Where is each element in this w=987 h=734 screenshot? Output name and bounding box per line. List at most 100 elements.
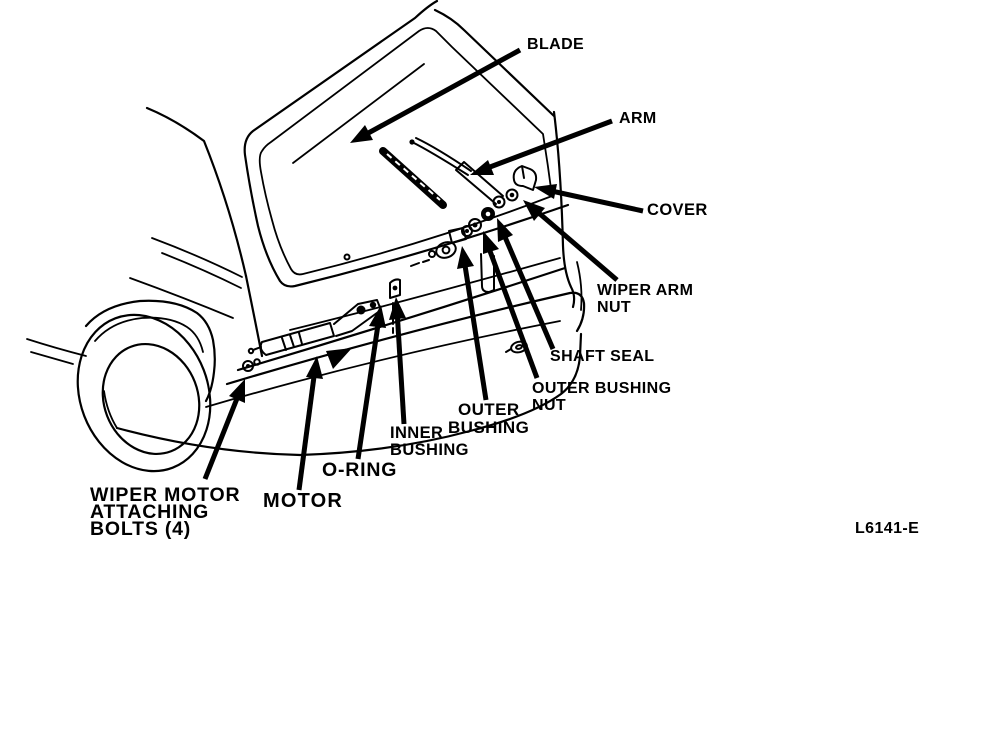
outer-bushing-nut-center	[472, 222, 478, 228]
wiper-blade-assembly	[379, 137, 506, 209]
bolt-center	[246, 364, 250, 368]
wiper-arm-nut-callout-head	[523, 200, 545, 221]
bolt-washer	[253, 358, 261, 366]
outer-bushing-nut-label-line2: NUT	[532, 397, 566, 414]
part-labels: BLADE ARM COVER WIPER ARM NUT SHAFT SEAL…	[90, 36, 919, 540]
bracket-bolt-1	[356, 305, 366, 315]
quarter-panel-gap	[576, 261, 583, 311]
lock-cylinder-slot	[515, 344, 523, 350]
wiper-motor-bolts-label-line3: BOLTS (4)	[90, 518, 191, 540]
roof-side-edge	[433, 8, 556, 118]
body-crease	[129, 277, 234, 319]
inner-bushing-callout-arrow	[389, 297, 407, 425]
attaching-bolts-callout-head	[229, 379, 245, 403]
motor-callout-head	[306, 356, 323, 379]
attaching-bolts-callout-shaft	[202, 390, 243, 480]
outer-bushing-callout-arrow	[457, 246, 489, 401]
liftgate-left-edge	[244, 274, 264, 358]
bracket-bolt-2	[369, 301, 377, 309]
motor-connector-stub	[252, 346, 262, 351]
o-ring-label: O-RING	[322, 459, 397, 481]
outer-bushing-callout-head	[457, 246, 474, 269]
outer-bushing-nut-label-line1: OUTER BUSHING	[532, 380, 671, 397]
panel-small-hole	[343, 253, 351, 261]
outer-bushing-label-line2: BUSHING	[448, 418, 529, 437]
blade-label: BLADE	[527, 36, 584, 53]
bumper-top-edge	[225, 291, 586, 386]
beltline-upper	[151, 237, 243, 278]
arm-pivot-cap	[492, 195, 506, 209]
outer-bushing-nut-callout-arrow	[483, 231, 540, 379]
arm-callout-shaft	[481, 118, 613, 173]
hidden-line-dashes	[410, 259, 430, 267]
wiper-blade-slits	[386, 153, 441, 201]
wiper-arm-nut-label-line2: NUT	[597, 299, 631, 316]
inner-bushing-callout-shaft	[394, 309, 407, 425]
wiper-arm-nut-part	[505, 188, 519, 202]
outer-bushing-nut-callout-shaft	[484, 242, 540, 379]
outer-bushing-label-line1: OUTER	[458, 400, 520, 419]
wiper-arm-nut-label-line1: WIPER ARM	[597, 282, 693, 299]
attaching-bolt-part	[242, 358, 261, 372]
motor-label: MOTOR	[263, 490, 343, 512]
inner-bushing-label-line1: INNER	[390, 424, 443, 442]
motor-assembly	[247, 299, 382, 369]
outer-bushing-washer	[461, 225, 473, 237]
arm-callout-head	[470, 160, 494, 175]
attaching-bolts-callout-arrow	[202, 379, 245, 480]
crank-arm	[326, 348, 352, 369]
cover-part	[512, 165, 538, 191]
rocker-line-1	[26, 338, 87, 357]
rocker-line-2	[30, 351, 74, 365]
panel-grommet-hole	[435, 241, 457, 259]
license-recess	[480, 253, 495, 293]
wiper-arm-nut-callout-arrow	[523, 200, 619, 282]
outer-bushing-washer-center	[465, 229, 469, 233]
motor-callout-shaft	[296, 368, 318, 491]
motor-connector	[247, 347, 255, 355]
beltline-lower	[161, 252, 242, 289]
tire-inner	[101, 342, 201, 456]
inner-bushing-callout-head	[389, 297, 406, 320]
inner-bushing-shade	[392, 285, 398, 291]
wiper-arm-nut-callout-shaft	[531, 206, 619, 282]
pivot-hardware	[343, 165, 538, 293]
shaft-seal-callout-shaft	[499, 229, 556, 350]
outer-bushing-nut-callout-head	[483, 231, 499, 254]
inner-bushing-label-line2: BUSHING	[390, 441, 469, 459]
cover-label: COVER	[647, 201, 708, 219]
wheel-arch-flare	[94, 316, 204, 353]
outer-bushing-nut-part	[468, 218, 482, 232]
motor-body	[259, 322, 335, 356]
blade-callout-arrow	[350, 47, 522, 143]
arm-base-strip	[455, 161, 504, 205]
window-opening-frame	[243, 0, 570, 288]
arm-pivot-cap-center	[497, 200, 501, 204]
inner-bushing-body	[389, 278, 401, 299]
motor-body-ribs	[281, 332, 303, 351]
motor-bracket	[333, 299, 382, 337]
wiper-arm-upper	[411, 141, 469, 176]
wiper-motor-bolts-label-line1: WIPER MOTOR	[90, 484, 240, 506]
lock-cylinder-tail	[505, 348, 512, 353]
arm-callout-arrow	[470, 118, 613, 175]
o-ring-callout-arrow	[355, 305, 386, 460]
shaft-seal-callout-arrow	[497, 218, 556, 350]
wiper-blade	[379, 147, 447, 209]
figure-code: L6141-E	[855, 520, 919, 537]
shaft-seal-bore	[485, 211, 491, 217]
blade-callout-shaft	[359, 47, 522, 140]
panel-screw-hole	[428, 250, 436, 258]
cover-callout-shaft	[546, 187, 644, 214]
glass-edge	[258, 27, 553, 276]
outer-bushing-callout-shaft	[461, 258, 489, 401]
arm-label: ARM	[619, 110, 657, 127]
interior-header-line	[292, 63, 425, 164]
outer-bushing-part	[448, 227, 467, 244]
wiper-motor-bolts-label-line2: ATTACHING	[90, 501, 209, 523]
cover-callout-arrow	[534, 184, 644, 214]
shaft-seal-callout-head	[497, 218, 513, 242]
bumper-crease	[205, 320, 561, 408]
